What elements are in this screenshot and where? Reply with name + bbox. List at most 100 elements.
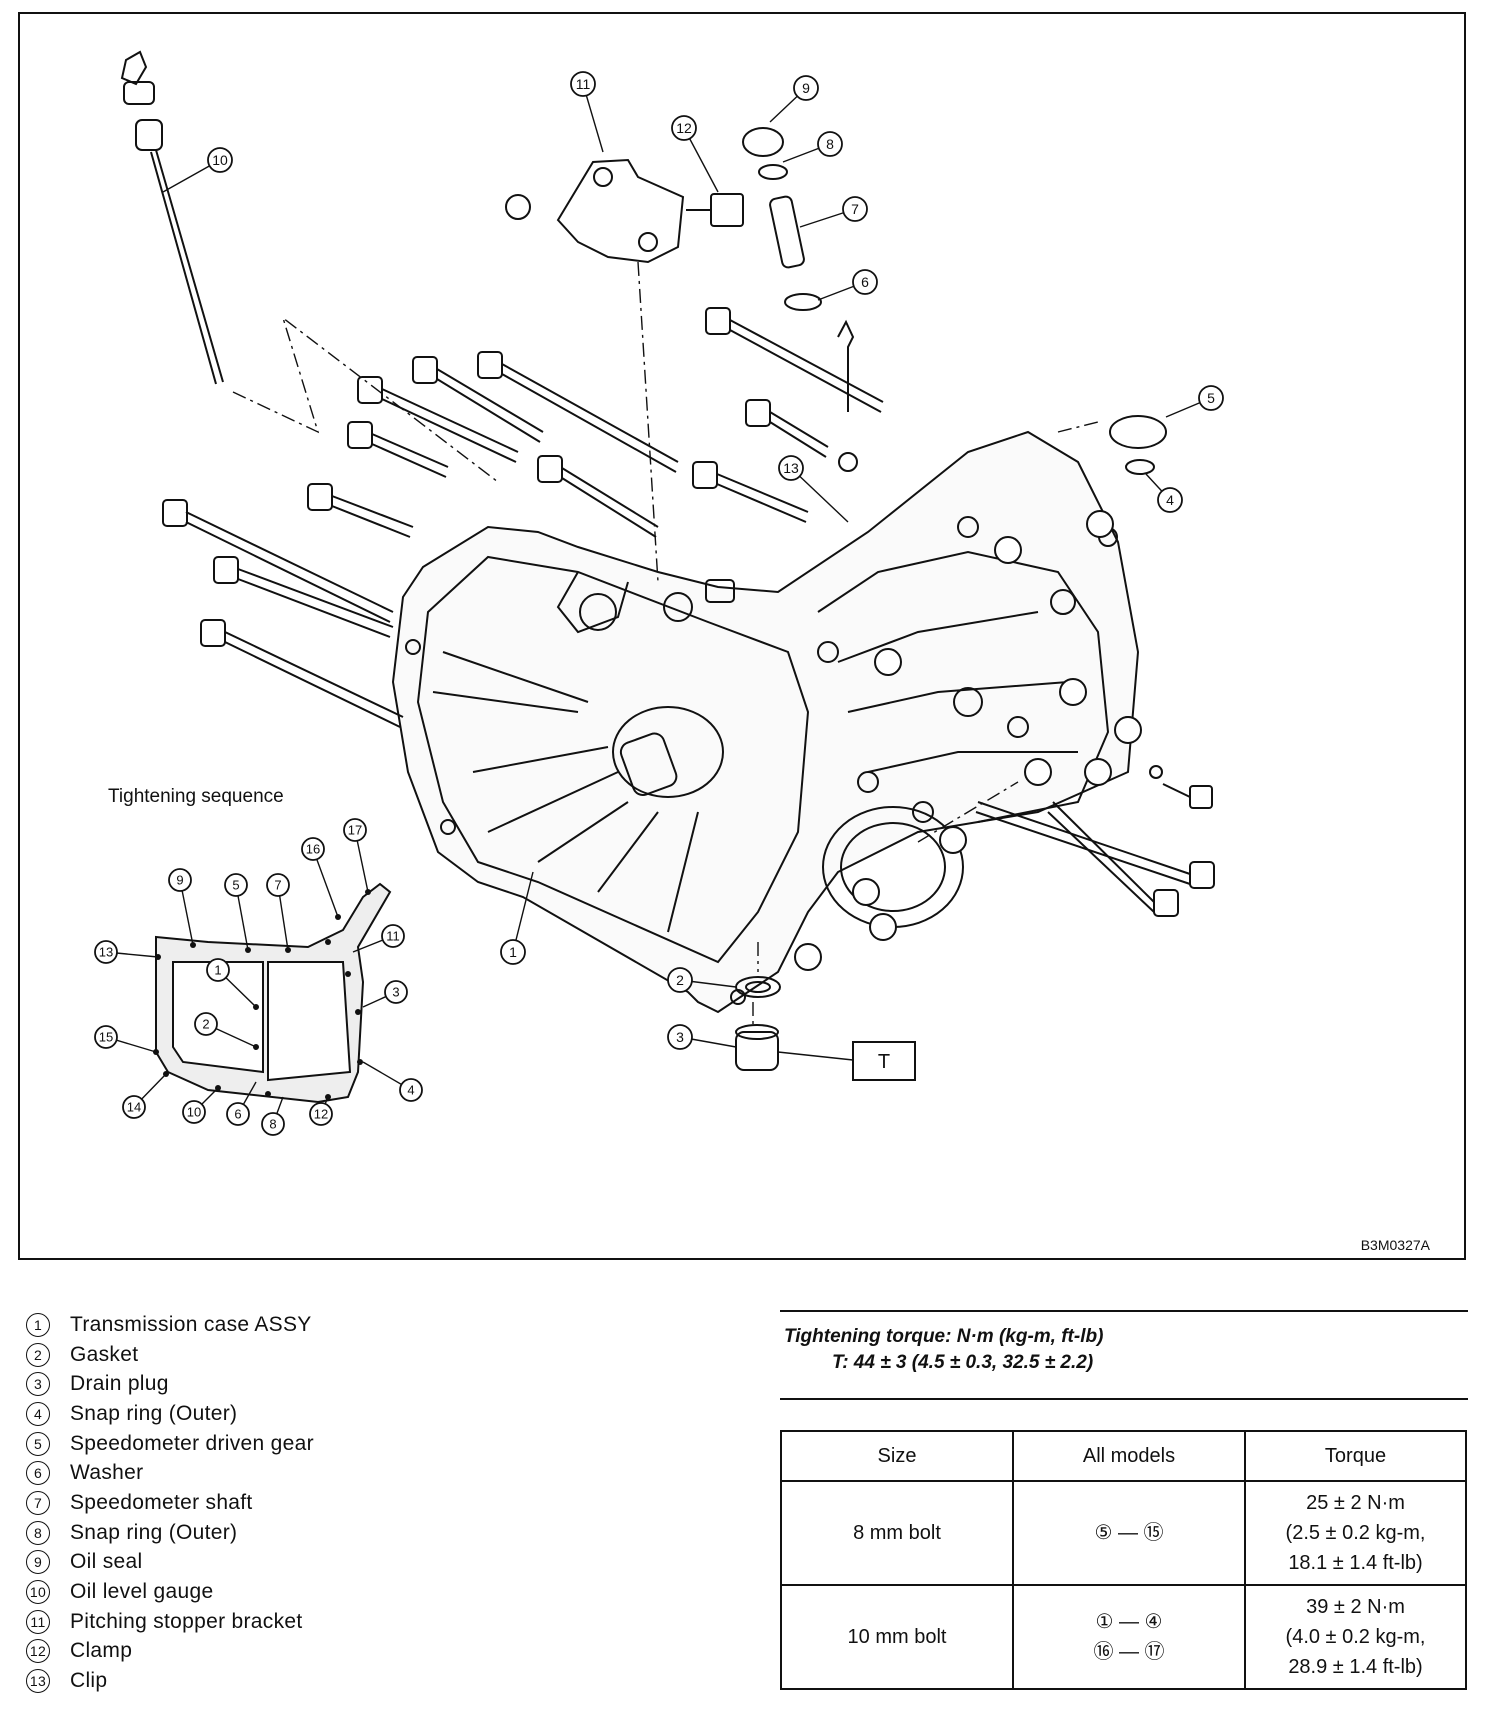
cell-models: ① — ④ ⑯ — ⑰ — [1012, 1584, 1246, 1690]
upper-parts-drawing — [556, 127, 1167, 475]
oil-level-gauge-drawing — [120, 50, 224, 385]
part-callout: 9 — [769, 75, 819, 123]
part-callout: 4 — [1145, 473, 1183, 513]
cell-torque: 39 ± 2 N·m (4.0 ± 0.2 kg-m, 28.9 ± 1.4 f… — [1244, 1584, 1467, 1690]
callout-circle — [671, 115, 697, 141]
sequence-number: 5 — [224, 873, 249, 951]
cell-models: ⑤ — ⑮ — [1012, 1480, 1246, 1586]
sequence-number: 15 — [94, 1025, 157, 1053]
callout-number: 14 — [127, 1100, 141, 1115]
sequence-number: 2 — [194, 1012, 257, 1048]
sequence-title: Tightening sequence — [108, 786, 284, 807]
column-header-torque: Torque — [1244, 1430, 1467, 1482]
torque-heading: Tightening torque: N·m (kg-m, ft-lb) — [784, 1326, 1104, 1347]
table-row: 10 mm bolt ① — ④ ⑯ — ⑰ 39 ± 2 N·m (4.0 ±… — [780, 1584, 1467, 1690]
sequence-number: 17 — [343, 818, 369, 893]
part-callout: 3 — [667, 1024, 737, 1050]
divider — [780, 1310, 1468, 1312]
callout-circle — [778, 455, 804, 481]
torque-line: 25 ± 2 N·m — [1306, 1492, 1405, 1514]
sequence-number: 6 — [226, 1081, 257, 1126]
callout-circle — [94, 1025, 118, 1049]
callout-circle — [793, 75, 819, 101]
torque-table: Size All models Torque 8 mm bolt ⑤ — ⑮ 2… — [780, 1430, 1467, 1690]
models-line: ⑯ — ⑰ — [1093, 1641, 1165, 1663]
legend-number: 3 — [26, 1372, 50, 1397]
callout-number: 1 — [509, 944, 517, 960]
legend-number: 12 — [26, 1639, 50, 1664]
torque-callout-label: T — [878, 1051, 890, 1073]
sequence-number: 10 — [182, 1087, 219, 1124]
part-callout: 2 — [667, 967, 737, 993]
part-callout: 7 — [799, 196, 868, 228]
callout-circle — [399, 1078, 423, 1102]
assembly-lines — [232, 261, 1099, 1027]
legend-number: 6 — [26, 1461, 50, 1486]
legend-number: 9 — [26, 1550, 50, 1575]
callout-number: 7 — [851, 201, 859, 217]
callout-circle — [1157, 487, 1183, 513]
callout-number: 4 — [407, 1083, 414, 1098]
callout-number: 7 — [274, 878, 281, 893]
legend-item: 10 Oil level gauge — [26, 1577, 726, 1607]
divider — [780, 1398, 1468, 1400]
part-callout: 13 — [778, 455, 849, 523]
callout-circle — [301, 837, 325, 861]
legend-label: Gasket — [70, 1342, 139, 1366]
callout-number: 17 — [348, 823, 362, 838]
legend-label: Washer — [70, 1461, 144, 1485]
callout-number: 6 — [234, 1107, 241, 1122]
leader-line — [512, 871, 534, 953]
callout-number: 6 — [861, 274, 869, 290]
table-header-row: Size All models Torque — [780, 1430, 1467, 1482]
legend-item: 5 Speedometer driven gear — [26, 1429, 726, 1459]
callout-circle — [224, 873, 248, 897]
column-header-models: All models — [1012, 1430, 1246, 1482]
callout-number: 11 — [576, 76, 591, 92]
cell-size: 8 mm bolt — [780, 1480, 1014, 1586]
sequence-number: 9 — [168, 868, 194, 946]
callout-number: 8 — [269, 1117, 276, 1132]
torque-callout-box: T — [777, 1041, 916, 1081]
torque-line: (2.5 ± 0.2 kg-m, — [1285, 1522, 1426, 1544]
callout-circle — [168, 868, 192, 892]
leader-line — [790, 467, 849, 523]
legend-number: 1 — [26, 1312, 50, 1337]
legend-label: Transmission case ASSY — [70, 1312, 312, 1336]
figure-code: B3M0327A — [1361, 1237, 1431, 1253]
legend-item: 1 Transmission case ASSY — [26, 1310, 726, 1340]
callout-number: 8 — [826, 136, 834, 152]
legend-number: 8 — [26, 1520, 50, 1545]
legend-number: 7 — [26, 1490, 50, 1515]
legend-label: Oil level gauge — [70, 1580, 214, 1604]
callout-number: 12 — [314, 1107, 328, 1122]
leader-line — [312, 848, 339, 918]
table-row: 8 mm bolt ⑤ — ⑮ 25 ± 2 N·m (2.5 ± 0.2 kg… — [780, 1480, 1467, 1586]
callout-number: 4 — [1166, 492, 1174, 508]
callout-number: 2 — [676, 972, 684, 988]
part-callout: 8 — [782, 131, 843, 163]
legend-label: Pitching stopper bracket — [70, 1609, 303, 1633]
column-header-size: Size — [780, 1430, 1014, 1482]
torque-line: 28.9 ± 1.4 ft-lb) — [1288, 1656, 1423, 1678]
callout-number: 5 — [232, 878, 239, 893]
torque-line: 18.1 ± 1.4 ft-lb) — [1288, 1552, 1423, 1574]
callout-circle — [182, 1100, 206, 1124]
callout-circle — [206, 958, 230, 982]
legend-label: Speedometer driven gear — [70, 1431, 314, 1455]
legend-number: 10 — [26, 1580, 50, 1605]
part-callout: 12 — [671, 115, 719, 193]
legend-number: 5 — [26, 1431, 50, 1456]
legend-label: Speedometer shaft — [70, 1490, 253, 1514]
callout-number: 9 — [176, 873, 183, 888]
callout-circle — [343, 818, 367, 842]
cell-size: 10 mm bolt — [780, 1584, 1014, 1690]
legend-label: Clamp — [70, 1639, 133, 1663]
callout-number: 15 — [99, 1030, 113, 1045]
sequence-number: 4 — [362, 1061, 423, 1102]
callout-number: 13 — [99, 945, 113, 960]
